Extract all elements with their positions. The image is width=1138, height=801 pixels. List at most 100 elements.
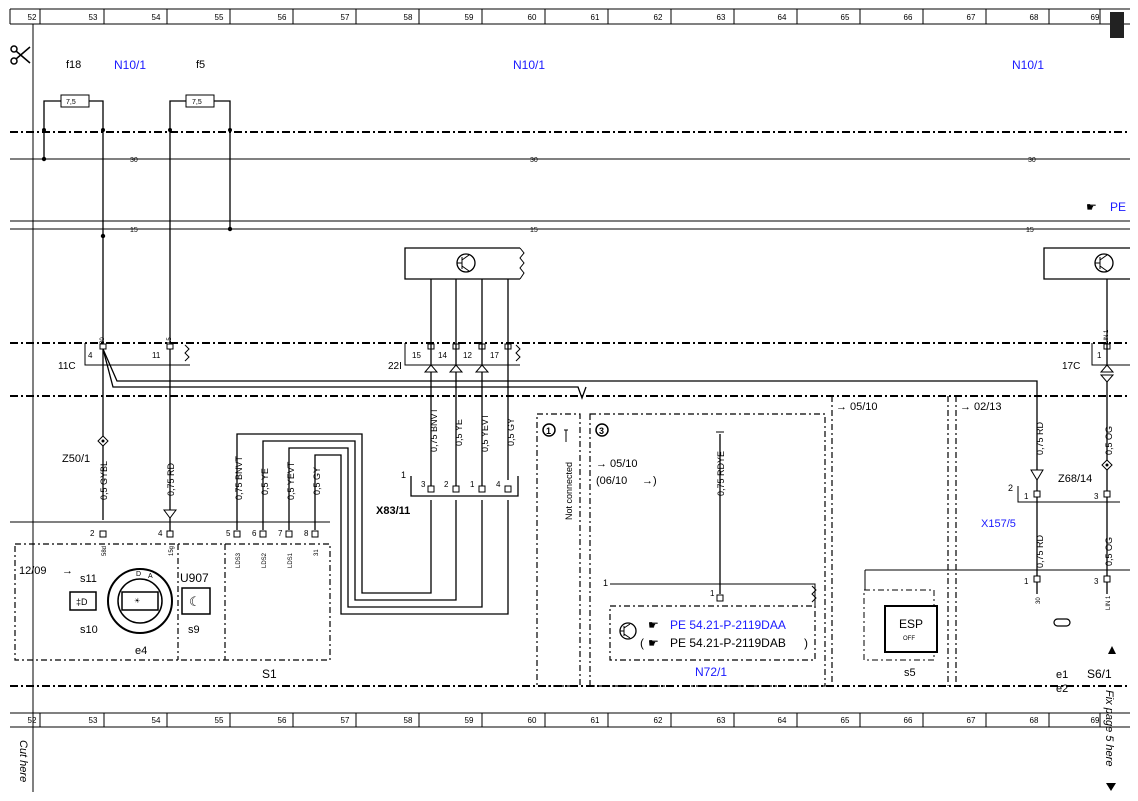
svg-text:OFF: OFF	[903, 636, 915, 642]
wire-31	[314, 454, 509, 615]
ruler-col: 52	[28, 716, 37, 725]
transistor-icon	[1094, 253, 1114, 273]
svg-text:e1: e1	[1056, 669, 1068, 681]
svg-text:30: 30	[530, 157, 538, 164]
svg-text:☾: ☾	[189, 594, 201, 609]
svg-text:2: 2	[1008, 483, 1013, 493]
svg-text:U907: U907	[180, 571, 209, 585]
junction-dot	[42, 128, 46, 132]
svg-text:30: 30	[1036, 597, 1042, 604]
svg-text:58d: 58d	[102, 546, 108, 556]
svg-text:15: 15	[1026, 227, 1034, 234]
svg-text:1: 1	[470, 480, 475, 489]
svg-text:(06/10: (06/10	[596, 475, 627, 487]
svg-text:→: →	[596, 458, 607, 470]
svg-text:4: 4	[88, 351, 93, 360]
ruler-col: 68	[1030, 716, 1039, 725]
ruler-col: 54	[152, 13, 161, 22]
esp-off-button-icon: ESP OFF	[884, 605, 938, 653]
svg-text:→: →	[960, 401, 971, 413]
pe-reference-daa[interactable]: ☛ PE 54.21-P-2119DAA	[648, 618, 786, 632]
svg-text:11C: 11C	[58, 361, 76, 372]
x157-label[interactable]: X157/5	[981, 518, 1016, 530]
connector-17c: 1 17C LIN 1	[1062, 329, 1130, 372]
svg-text:S6/1: S6/1	[1087, 667, 1112, 681]
pe-reference-top-right[interactable]: ☛ PE	[1086, 200, 1126, 214]
svg-text:D: D	[136, 571, 141, 578]
ruler-col: 69	[1091, 716, 1100, 725]
svg-text:s11: s11	[80, 573, 97, 585]
svg-text:3: 3	[599, 426, 604, 436]
svg-text:30: 30	[1028, 157, 1036, 164]
svg-text:30: 30	[100, 337, 106, 344]
svg-text:1: 1	[1097, 351, 1102, 360]
ruler-col: 60	[528, 716, 537, 725]
wire-lds1	[288, 447, 483, 608]
wire-label: 0,5 GYBL	[99, 461, 109, 500]
svg-text:LDS2: LDS2	[262, 552, 268, 568]
svg-text:11: 11	[152, 351, 161, 360]
pointing-hand-icon: ☛	[648, 636, 659, 650]
svg-text:s9: s9	[188, 624, 200, 636]
wire-label: 0,5 GY	[506, 418, 516, 446]
pointing-hand-icon: ☛	[648, 618, 659, 632]
transistor-icon	[456, 253, 476, 273]
svg-text:05/10: 05/10	[850, 401, 878, 413]
svg-text:PE: PE	[1110, 200, 1126, 214]
svg-text:X83/11: X83/11	[376, 505, 410, 517]
wire-label: 0,5 YEVT	[480, 413, 490, 452]
svg-text:17: 17	[490, 351, 499, 360]
svg-text:‡D: ‡D	[76, 597, 88, 607]
junction-dot	[227, 226, 233, 232]
svg-text:1: 1	[1024, 577, 1029, 586]
wire-30-to-mid	[102, 348, 587, 400]
ruler-col: 59	[465, 13, 474, 22]
ruler-col: 55	[215, 716, 224, 725]
module-s6: → 02/13 Z68/14 2 1 3 X157/5 1 3 30 LIN 1…	[955, 382, 1120, 695]
ruler-col: 67	[967, 13, 976, 22]
svg-text:LIN 1: LIN 1	[1106, 595, 1112, 610]
transistor-icon	[619, 622, 637, 640]
ruler-col: 52	[28, 13, 37, 22]
pe-reference-dab[interactable]: ( ☛ PE 54.21-P-2119DAB )	[640, 636, 808, 650]
ruler-col: 58	[404, 13, 413, 22]
wire-lds2	[262, 440, 457, 601]
svg-text:05/10: 05/10	[610, 458, 638, 470]
svg-text:PE 54.21-P-2119DAB: PE 54.21-P-2119DAB	[670, 636, 786, 650]
svg-text:7,5: 7,5	[66, 99, 76, 106]
svg-text:Not connected: Not connected	[564, 462, 574, 520]
triangle-marker-icon	[1108, 646, 1116, 654]
fuse-f18-label: f18	[66, 59, 81, 71]
svg-text:S1: S1	[262, 667, 277, 681]
svg-text:Z68/14: Z68/14	[1058, 473, 1092, 485]
ruler-col: 53	[89, 13, 98, 22]
ruler-col: 63	[717, 716, 726, 725]
fog-light-button-icon: ‡D	[69, 591, 97, 611]
n72-label[interactable]: N72/1	[695, 665, 727, 679]
wire-label: 0,5 YE	[454, 419, 464, 446]
svg-text:15: 15	[530, 227, 538, 234]
svg-text:e4: e4	[135, 645, 147, 657]
svg-text:22I: 22I	[388, 361, 402, 372]
svg-text:4: 4	[496, 480, 501, 489]
svg-text:→: →	[836, 401, 847, 413]
sam-label-right[interactable]: N10/1	[1012, 58, 1044, 72]
ruler-col: 65	[841, 13, 850, 22]
junction-dot	[100, 233, 106, 239]
ruler-col: 54	[152, 716, 161, 725]
wire-label: 0,5 YE	[260, 468, 270, 495]
sam-label-mid[interactable]: N10/1	[513, 58, 545, 72]
sam-label-left[interactable]: N10/1	[114, 58, 146, 72]
ruler-col: 53	[89, 716, 98, 725]
svg-text:): )	[804, 636, 808, 650]
svg-text:3: 3	[1094, 577, 1099, 586]
svg-text:31: 31	[314, 549, 320, 556]
wire-label: 0,5 GY	[312, 467, 322, 495]
ruler-col: 62	[654, 13, 663, 22]
svg-text:s10: s10	[80, 624, 98, 636]
svg-text:7: 7	[278, 529, 283, 538]
fuse-f5: 7,5	[169, 94, 231, 130]
svg-text:15: 15	[130, 227, 138, 234]
ruler-col: 56	[278, 13, 287, 22]
